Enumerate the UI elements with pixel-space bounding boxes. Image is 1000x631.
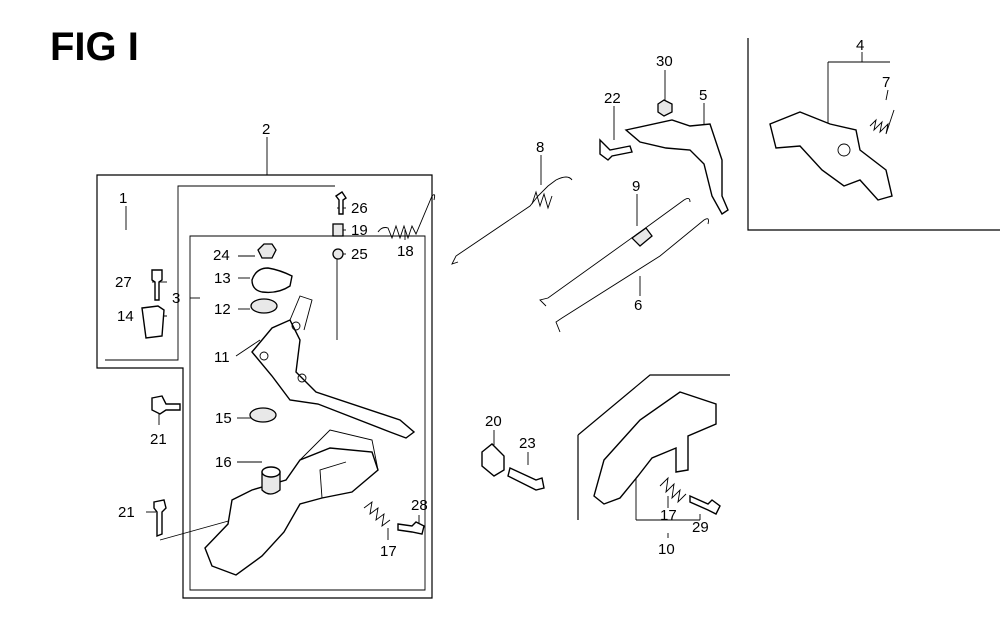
callout-6: 6	[634, 297, 642, 314]
rod-8	[451, 176, 573, 265]
callout-8: 8	[536, 139, 544, 156]
spring-17-lower	[659, 476, 687, 504]
callout-7: 7	[882, 74, 890, 91]
callout-10: 10	[658, 541, 675, 558]
spring-18	[377, 194, 436, 240]
callout-30: 30	[656, 53, 673, 70]
callout-17-upper: 17	[380, 543, 397, 560]
governor-base-flange	[299, 429, 379, 499]
arm-hole-a	[259, 351, 269, 361]
callout-21-lower: 21	[118, 504, 135, 521]
callout-9: 9	[632, 178, 640, 195]
callout-3: 3	[172, 290, 180, 307]
spring-17	[363, 500, 391, 528]
callout-28: 28	[411, 497, 428, 514]
rod-9	[539, 197, 691, 307]
arm-bend-11	[289, 295, 313, 331]
pivot-cap-16	[261, 466, 281, 478]
washer-15	[249, 407, 277, 423]
callout-labels: 1 2 3 4 5 6 7 8 9 10 11 12 13 14 15 16 1…	[115, 37, 890, 560]
bolt-21-lower	[153, 499, 167, 538]
callout-20: 20	[485, 413, 502, 430]
assembly-10-frame	[577, 374, 730, 520]
collar-20	[481, 443, 505, 477]
callout-25: 25	[351, 246, 368, 263]
callout-11: 11	[214, 349, 230, 366]
bracket-5	[624, 119, 729, 216]
callout-14: 14	[117, 308, 134, 325]
governor-arm-11	[251, 319, 416, 439]
callout-29: 29	[692, 519, 709, 536]
callout-21-upper: 21	[150, 431, 167, 448]
callout-19: 19	[351, 222, 368, 239]
clip-14	[141, 305, 165, 339]
washer-25	[332, 248, 344, 260]
rod-9-spring	[630, 227, 653, 247]
spring-7	[869, 109, 895, 135]
bracket-10	[593, 391, 717, 505]
washer-12	[250, 298, 278, 314]
callout-23: 23	[519, 435, 536, 452]
pivot-4	[837, 143, 851, 157]
callout-15: 15	[215, 410, 232, 427]
inner-subframe	[105, 185, 335, 361]
figure-title: FIG I	[50, 25, 139, 69]
callout-4: 4	[856, 37, 864, 54]
lever-assembly-4	[769, 111, 893, 201]
bolt-29	[689, 494, 721, 515]
bolt-22	[599, 138, 633, 161]
callout-27: 27	[115, 274, 132, 291]
callout-18: 18	[397, 243, 414, 260]
control-lever-13	[251, 267, 293, 294]
bolt-27	[151, 269, 163, 301]
bolt-28	[397, 521, 425, 535]
nut-30	[657, 99, 673, 117]
callout-13: 13	[214, 270, 231, 287]
callout-22: 22	[604, 90, 621, 107]
rod-8-spring	[531, 190, 553, 210]
assembly-3-frame	[189, 235, 426, 591]
callout-2: 2	[262, 121, 270, 138]
callout-17-lower: 17	[660, 507, 677, 524]
nut-24	[257, 243, 277, 259]
callout-5: 5	[699, 87, 707, 104]
arm-hole-c	[291, 321, 301, 331]
spacer-19	[332, 223, 344, 237]
rod-6	[555, 218, 709, 333]
callout-1: 1	[119, 190, 127, 207]
callout-24: 24	[213, 247, 230, 264]
bolt-23	[507, 467, 545, 491]
bolt-26	[334, 191, 347, 215]
callout-12: 12	[214, 301, 231, 318]
assembly-4-frame	[747, 38, 1000, 231]
callout-16: 16	[215, 454, 232, 471]
callout-26: 26	[351, 200, 368, 217]
arm-hole-b	[297, 373, 307, 383]
assembly-2-frame	[96, 174, 433, 599]
bolt-21-upper	[151, 395, 181, 415]
